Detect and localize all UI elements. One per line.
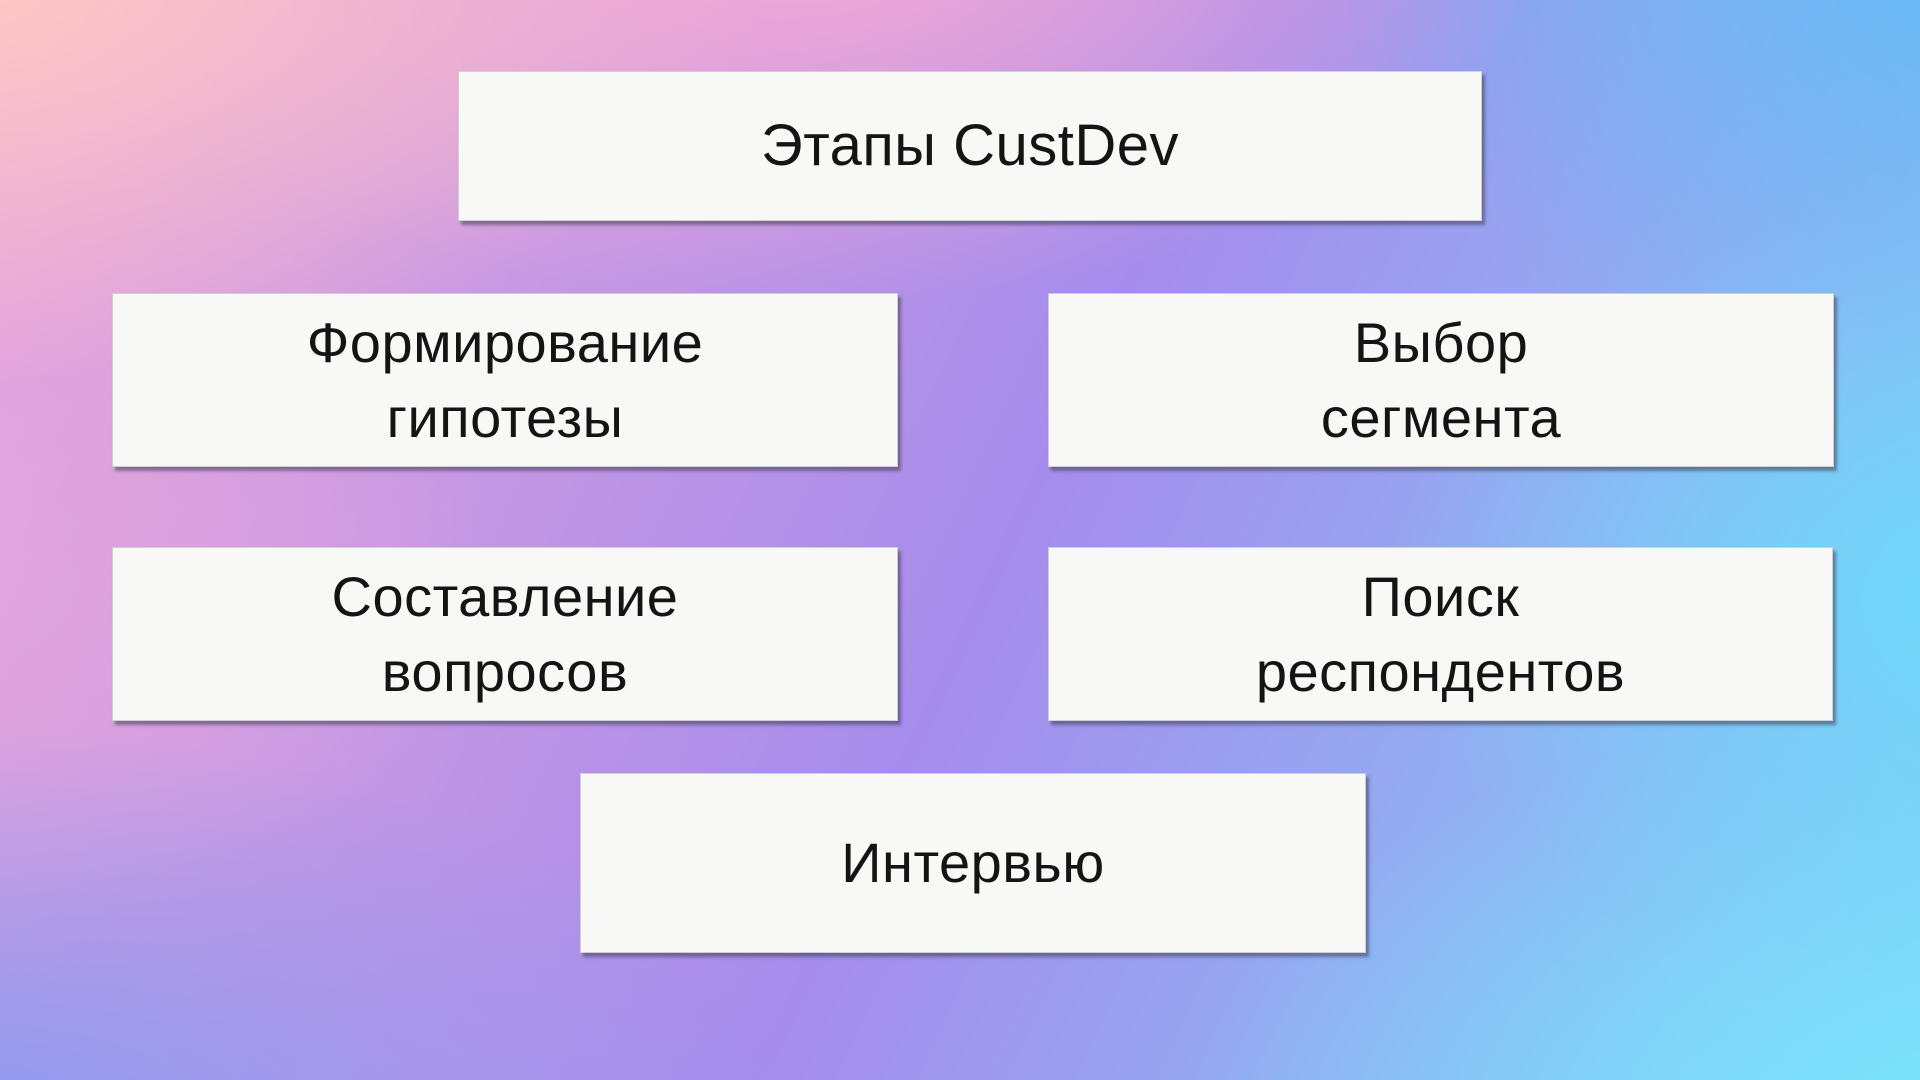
stage-label-line: Поиск <box>1361 564 1520 628</box>
stage-box-hypothesis: Формирование гипотезы <box>112 293 898 467</box>
stage-label-line: Составление <box>331 564 679 628</box>
stage-label-line: сегмента <box>1320 386 1562 449</box>
stage-label-line: респондентов <box>1255 640 1626 703</box>
stage-label-line: гипотезы <box>386 386 624 449</box>
stage-label-line: Выбор <box>1353 310 1529 374</box>
slide-title: Этапы CustDev <box>761 113 1179 179</box>
slide-title-box: Этапы CustDev <box>458 71 1482 221</box>
stage-box-questions: Составление вопросов <box>112 547 898 721</box>
stage-box-segment: Выбор сегмента <box>1048 293 1834 467</box>
stage-label-line: Формирование <box>306 310 704 374</box>
stage-label-line: вопросов <box>381 640 629 703</box>
stage-label-line: Интервью <box>841 831 1105 895</box>
stage-box-interview: Интервью <box>580 773 1366 953</box>
stage-box-respondents: Поиск респондентов <box>1048 547 1833 721</box>
